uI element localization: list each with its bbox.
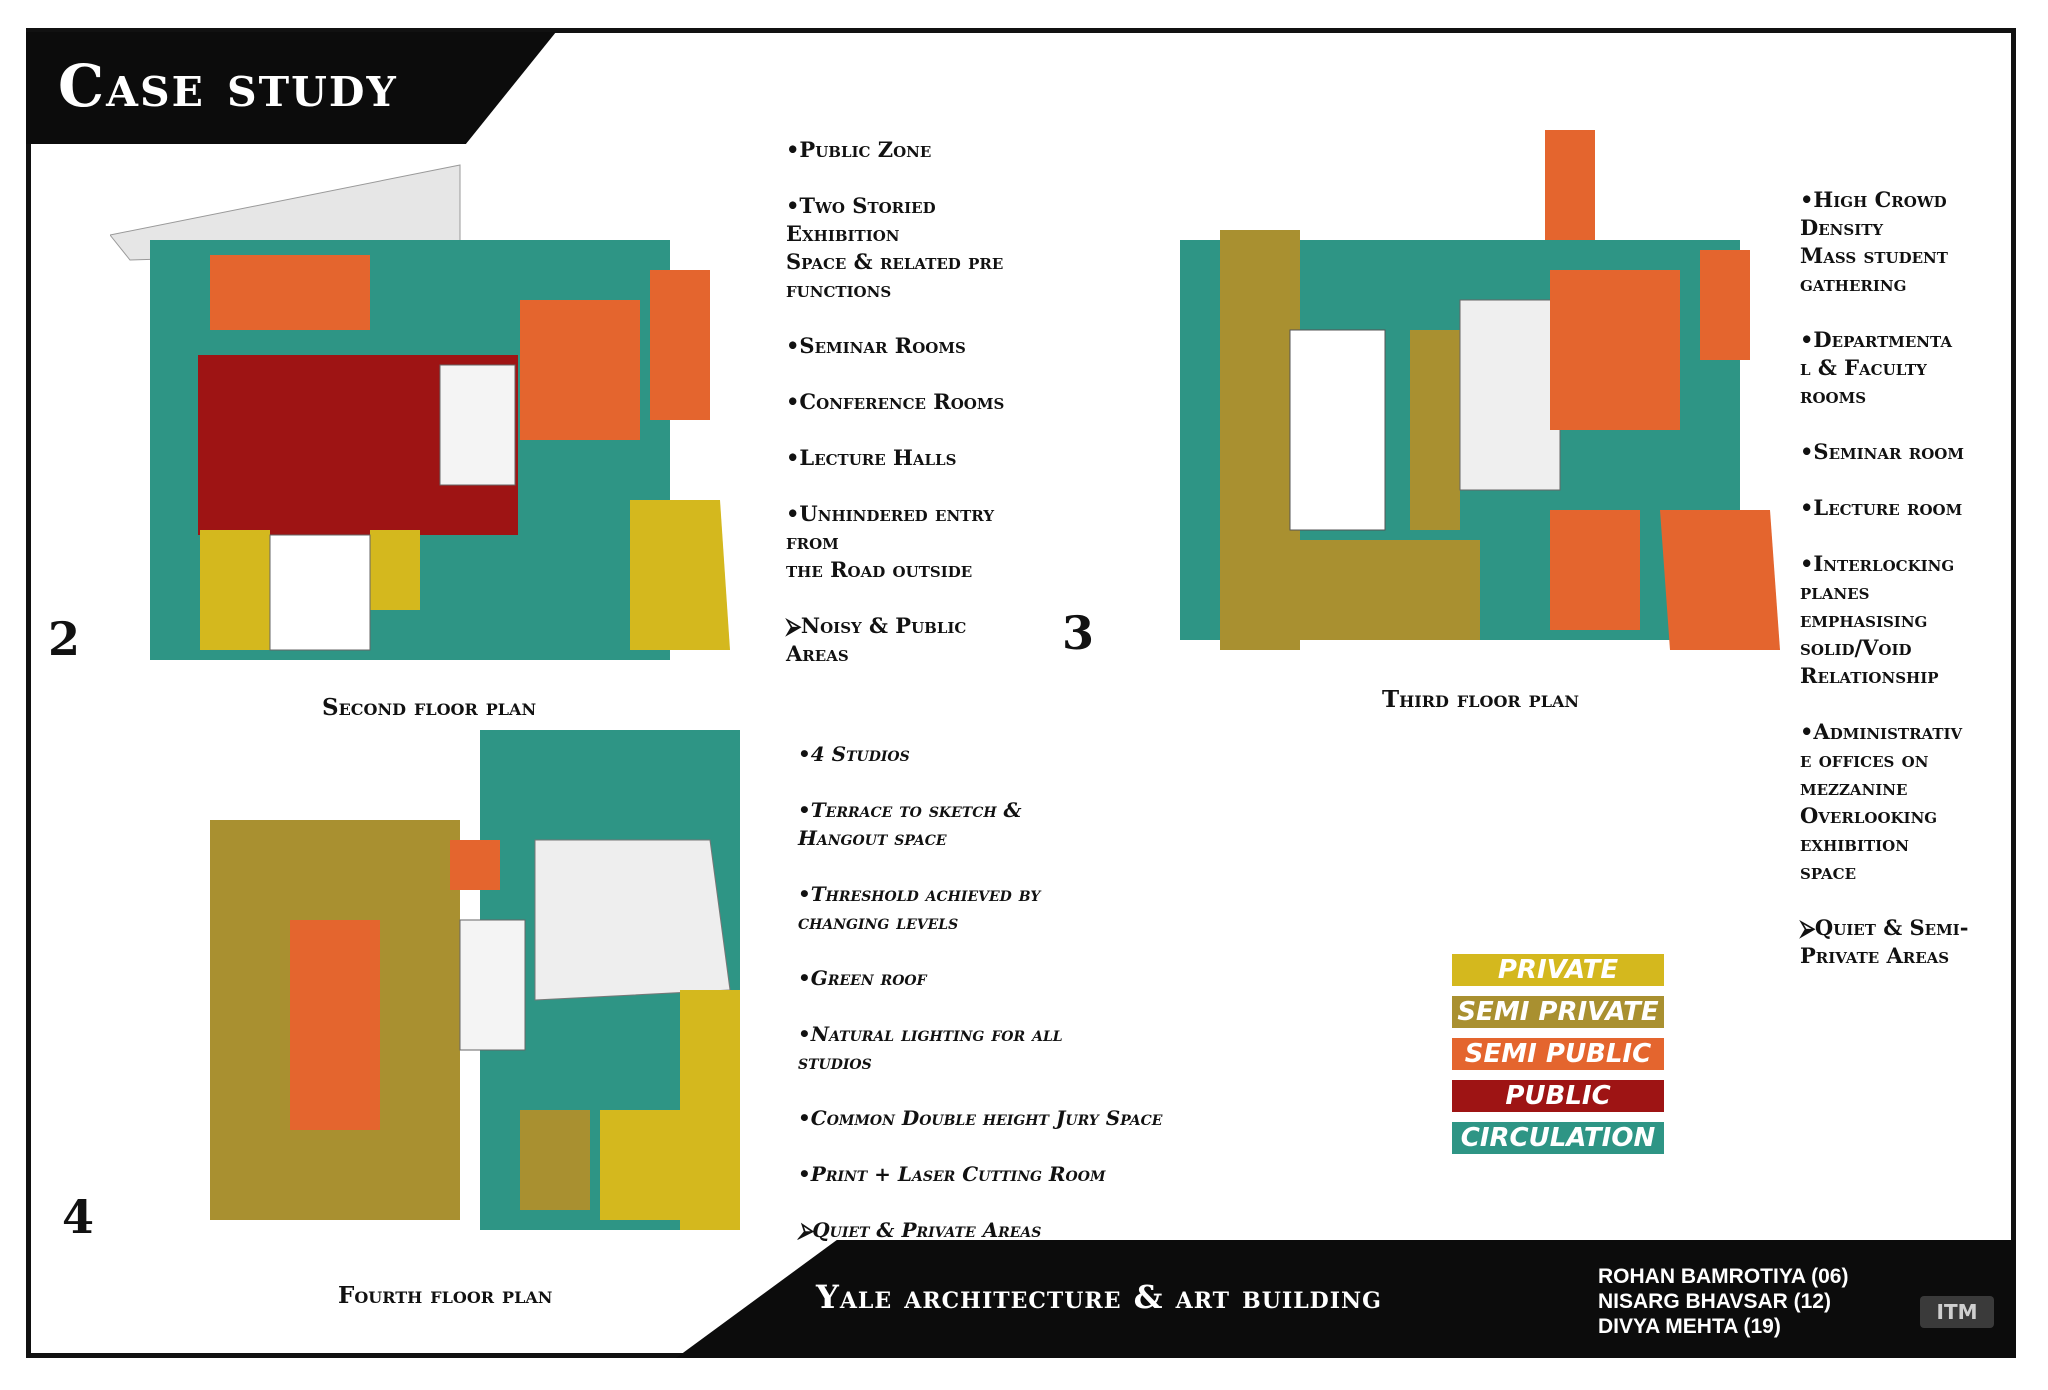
third-floor-notes: •High Crowd Density Mass student gatheri… — [1800, 186, 2010, 998]
note-item: •Interlocking planes emphasising solid/V… — [1800, 551, 1955, 688]
semi-public-lecture — [520, 300, 640, 440]
legend-item-public: PUBLIC — [1452, 1080, 1664, 1112]
semi-public-tower — [1545, 130, 1595, 240]
second-floor-notes: •Public Zone •Two Storied Exhibition Spa… — [786, 136, 1046, 696]
note-item: ⮚Noisy & Public Areas — [786, 613, 967, 666]
note-item: •4 Studios — [798, 742, 910, 766]
semi-private-mezzanine — [1410, 330, 1460, 530]
legend-item-semi-public: SEMI PUBLIC — [1452, 1038, 1664, 1070]
author-name: NISARG BHAVSAR (12) — [1598, 1290, 1831, 1313]
note-item: ⮚Quiet & Semi- Private Areas — [1800, 915, 1969, 968]
third-floor-plan — [1180, 130, 1780, 650]
semi-public-jury-space — [290, 920, 380, 1130]
third-floor-caption: Third floor plan — [1382, 686, 1580, 713]
zoning-legend: PRIVATE SEMI PRIVATE SEMI PUBLIC PUBLIC … — [1452, 954, 1664, 1164]
second-floor-caption: Second floor plan — [322, 694, 537, 721]
fourth-floor-notes: •4 Studios •Terrace to sketch & Hangout … — [798, 740, 1162, 1272]
open-to-below-grid — [459, 919, 526, 1051]
page-title: Case study — [58, 52, 398, 120]
fourth-floor-number: 4 — [62, 1190, 95, 1244]
author-name: DIVYA MEHTA (19) — [1598, 1315, 1781, 1338]
fourth-floor-caption: Fourth floor plan — [338, 1282, 553, 1309]
private-offices — [680, 990, 740, 1230]
note-item: •Lecture room — [1800, 495, 1963, 520]
exhibition-overlook — [1459, 299, 1561, 491]
note-item: •Print + Laser Cutting Room — [798, 1162, 1106, 1186]
private-rooms-lower — [600, 1110, 680, 1220]
semi-private-offices-bottom — [1300, 540, 1480, 640]
note-item: •Departmenta l & Faculty rooms — [1800, 327, 1952, 408]
note-item: •Conference Rooms — [786, 389, 1005, 414]
semi-public-seminar — [1550, 510, 1640, 630]
second-floor-plan — [110, 164, 730, 660]
open-to-below — [269, 534, 371, 651]
note-item: •Administrativ e offices on mezzanine Ov… — [1800, 719, 1963, 884]
note-item: •Two Storied Exhibition Space & related … — [786, 193, 1004, 302]
private-office-mid — [370, 530, 420, 610]
third-floor-number: 3 — [1062, 606, 1095, 660]
private-office-left — [200, 530, 270, 650]
semi-public-room — [210, 255, 370, 330]
footer-banner — [676, 1240, 2016, 1358]
note-item: •Threshold achieved by changing levels — [798, 882, 1041, 934]
note-item: •High Crowd Density Mass student gatheri… — [1800, 187, 1948, 296]
second-floor-number: 2 — [48, 612, 81, 666]
title-banner — [26, 32, 556, 144]
private-office-right — [630, 500, 730, 650]
legend-item-circulation: CIRCULATION — [1452, 1122, 1664, 1154]
note-item: •Terrace to sketch & Hangout space — [798, 798, 1022, 850]
legend-item-private: PRIVATE — [1452, 954, 1664, 986]
author-list: ROHAN BAMROTIYA (06) NISARG BHAVSAR (12)… — [1598, 1264, 1848, 1339]
note-item: •Seminar Rooms — [786, 333, 966, 358]
note-item: •Green roof — [798, 966, 927, 990]
legend-item-semi-private: SEMI PRIVATE — [1452, 996, 1664, 1028]
semi-public-print-room — [450, 840, 500, 890]
semi-public-conference — [650, 270, 710, 420]
semi-public-lecture-hall — [1550, 270, 1680, 430]
note-item: •Unhindered entry from the Road outside — [786, 501, 995, 582]
footer-title: Yale architecture & art building — [816, 1278, 1382, 1316]
open-to-below-courtyard — [1289, 329, 1386, 531]
note-item: •Public Zone — [786, 137, 932, 162]
author-name: ROHAN BAMROTIYA (06) — [1598, 1265, 1849, 1288]
open-to-below-grid — [439, 364, 516, 486]
semi-private-side — [520, 1110, 590, 1210]
institute-logo: ITM — [1920, 1296, 1994, 1328]
note-item: •Natural lighting for all studios — [798, 1022, 1063, 1074]
semi-private-offices-left — [1220, 230, 1300, 650]
green-roof-terrace — [534, 839, 731, 1001]
note-item: •Common Double height Jury Space — [798, 1106, 1163, 1130]
fourth-floor-plan — [210, 730, 740, 1230]
semi-public-lower — [1660, 510, 1780, 650]
note-item: ⮚Quiet & Private Areas — [798, 1218, 1042, 1242]
note-item: •Lecture Halls — [786, 445, 957, 470]
semi-public-side — [1700, 250, 1750, 360]
note-item: •Seminar room — [1800, 439, 1964, 464]
